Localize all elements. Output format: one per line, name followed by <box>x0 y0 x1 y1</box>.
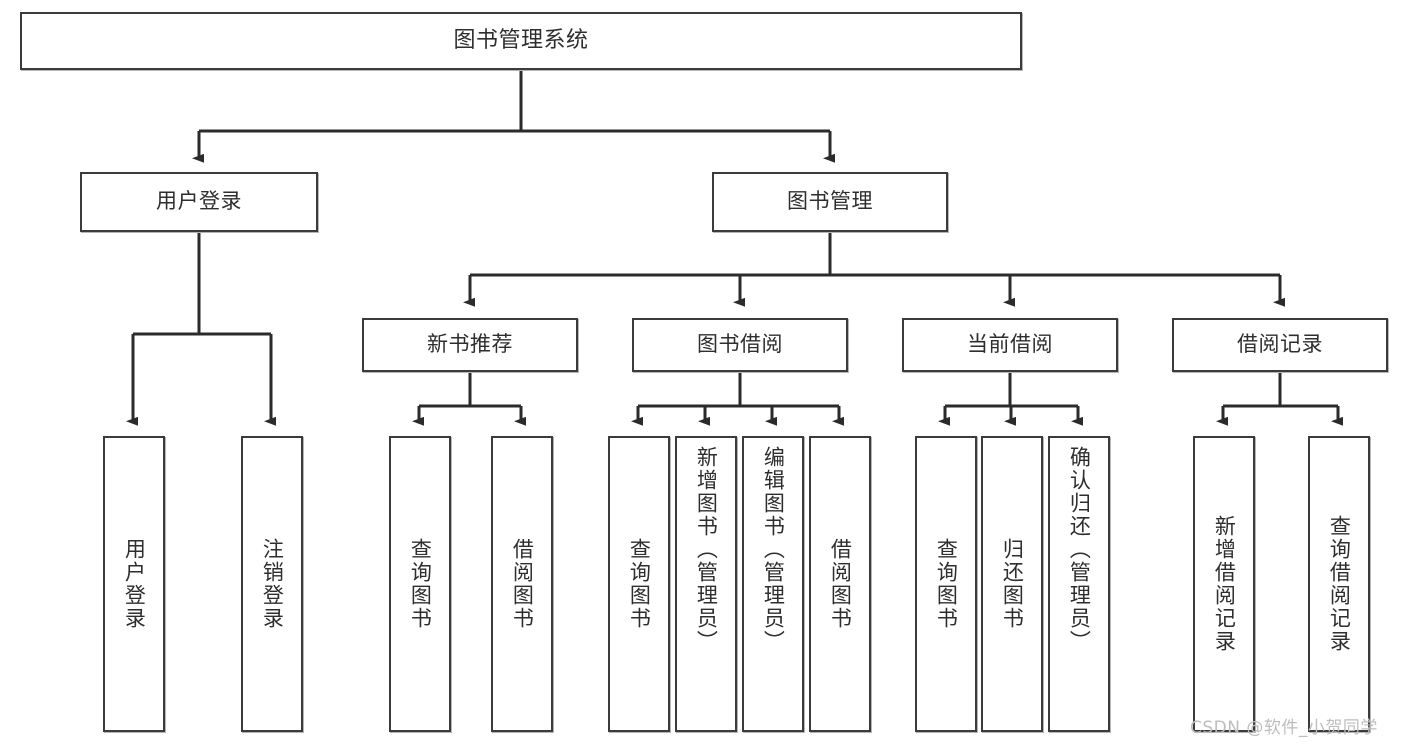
node-book-borrow[interactable]: 图书借阅 <box>632 318 848 372</box>
node-label: 用户登录 <box>156 189 242 214</box>
leaf-return-books[interactable]: 归还图书 <box>981 436 1043 732</box>
node-label: 借阅图书 <box>510 538 535 630</box>
leaf-borrow-books[interactable]: 借阅图书 <box>809 436 871 732</box>
leaf-add-borrow-record[interactable]: 新增借阅记录 <box>1193 436 1255 732</box>
node-label: 新增图书（管理员） <box>694 446 719 653</box>
leaf-query-books-recommend[interactable]: 查询图书 <box>389 436 451 732</box>
node-label: 当前借阅 <box>967 332 1053 357</box>
node-root-book-management-system[interactable]: 图书管理系统 <box>20 12 1022 70</box>
node-label: 新书推荐 <box>427 332 513 357</box>
node-label: 归还图书 <box>1000 538 1025 630</box>
node-label: 新增借阅记录 <box>1212 515 1237 653</box>
node-new-book-recommend[interactable]: 新书推荐 <box>362 318 578 372</box>
node-label: 查询借阅记录 <box>1327 515 1352 653</box>
node-label: 编辑图书（管理员） <box>761 446 786 653</box>
node-label: 图书管理系统 <box>453 27 589 53</box>
node-label: 确认归还（管理员） <box>1067 446 1092 653</box>
node-borrow-record[interactable]: 借阅记录 <box>1172 318 1388 372</box>
node-label: 借阅图书 <box>828 538 853 630</box>
node-label: 用户登录 <box>122 538 147 630</box>
leaf-logout-login[interactable]: 注销登录 <box>241 436 303 732</box>
node-book-management[interactable]: 图书管理 <box>712 172 948 232</box>
node-label: 注销登录 <box>260 538 285 630</box>
leaf-user-login[interactable]: 用户登录 <box>103 436 165 732</box>
leaf-confirm-return-admin[interactable]: 确认归还（管理员） <box>1048 436 1110 732</box>
node-label: 查询图书 <box>408 538 433 630</box>
leaf-query-books-current[interactable]: 查询图书 <box>915 436 977 732</box>
node-label: 图书借阅 <box>697 332 783 357</box>
leaf-query-books-borrow[interactable]: 查询图书 <box>608 436 670 732</box>
leaf-edit-book-admin[interactable]: 编辑图书（管理员） <box>742 436 804 732</box>
node-label: 图书管理 <box>787 189 873 214</box>
node-current-borrow[interactable]: 当前借阅 <box>902 318 1118 372</box>
node-user-login[interactable]: 用户登录 <box>80 172 318 232</box>
node-label: 借阅记录 <box>1237 332 1323 357</box>
leaf-query-borrow-record[interactable]: 查询借阅记录 <box>1308 436 1370 732</box>
leaf-borrow-books-recommend[interactable]: 借阅图书 <box>491 436 553 732</box>
csdn-watermark: CSDN @软件_小贺同学 <box>1190 718 1378 738</box>
node-label: 查询图书 <box>934 538 959 630</box>
leaf-add-book-admin[interactable]: 新增图书（管理员） <box>675 436 737 732</box>
node-label: 查询图书 <box>627 538 652 630</box>
